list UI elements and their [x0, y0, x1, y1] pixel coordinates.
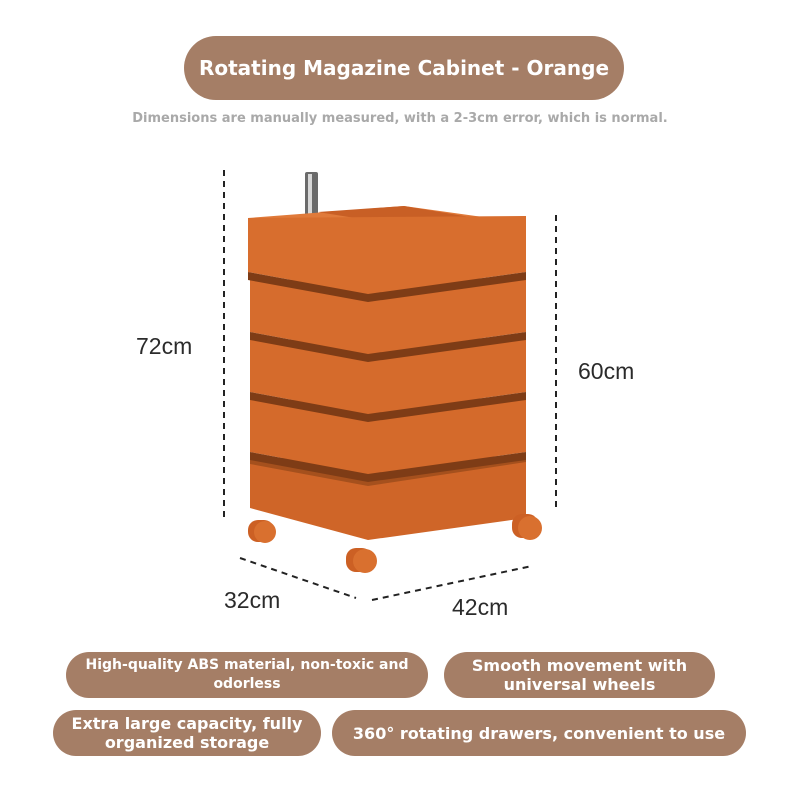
drawer-3	[250, 338, 526, 422]
total-height-label: 72cm	[136, 333, 193, 359]
drawer-5	[250, 456, 526, 540]
feature-rotating: 360° rotating drawers, convenient to use	[332, 710, 746, 756]
drawer-2	[250, 278, 526, 362]
depth-guide	[239, 557, 357, 599]
page-title: Rotating Magazine Cabinet - Orange	[184, 36, 624, 100]
measurement-note: Dimensions are manually measured, with a…	[132, 111, 668, 126]
drawer-4	[250, 398, 526, 482]
wheel-left	[248, 520, 276, 543]
body-height-label: 60cm	[578, 358, 635, 384]
wheel-front	[346, 548, 377, 573]
width-label: 42cm	[452, 594, 509, 620]
width-guide	[371, 565, 533, 601]
wheel-right	[512, 514, 542, 540]
feature-material: High-quality ABS material, non-toxic and…	[66, 652, 428, 698]
depth-label: 32cm	[224, 587, 281, 613]
feature-capacity: Extra large capacity, fully organized st…	[53, 710, 321, 756]
feature-wheels: Smooth movement with universal wheels	[444, 652, 715, 698]
drawer-1	[248, 216, 526, 302]
